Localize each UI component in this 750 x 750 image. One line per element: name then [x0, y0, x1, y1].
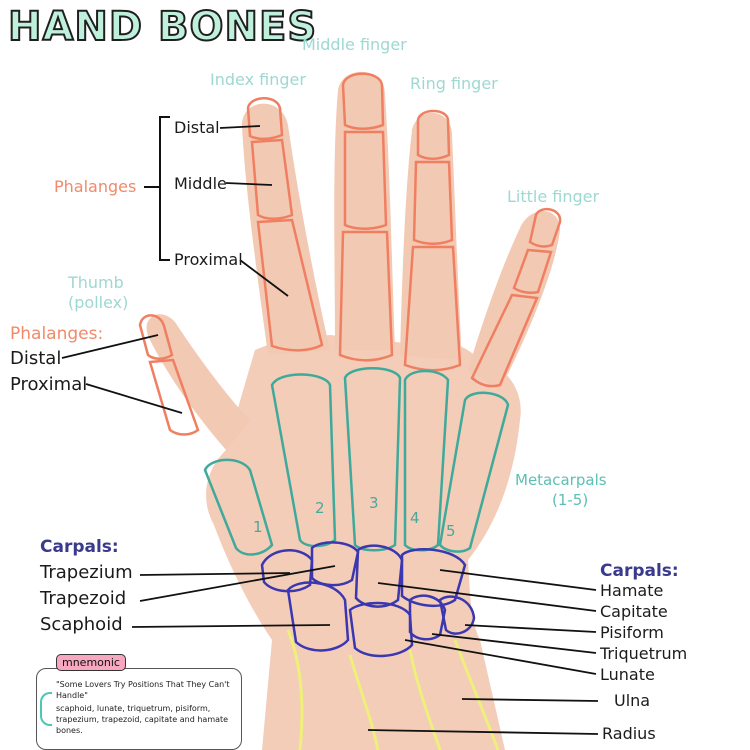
metacarpal-4: [403, 369, 450, 552]
label-thumb-phalanges: Phalanges:: [10, 324, 104, 344]
metacarpal-number-5: 5: [446, 522, 456, 540]
label-trapezoid: Trapezoid: [40, 588, 127, 609]
forearm-outlines: [286, 629, 500, 750]
label-proximal: Proximal: [174, 250, 243, 269]
label-index-finger: Index finger: [210, 70, 306, 89]
metacarpal-number-4: 4: [410, 509, 420, 527]
label-metacarpals-range: (1-5): [552, 491, 589, 509]
radius-bone: [286, 629, 380, 750]
little-distal-phalanx: [528, 207, 562, 248]
page-title: HAND BONES: [7, 3, 318, 51]
hamate-bone: [400, 548, 467, 608]
ulna-bone: [408, 639, 500, 750]
leader-distal: [219, 125, 261, 129]
leader-trapezium: [139, 572, 291, 576]
mnemonic-phrase: "Some Lovers Try Positions That They Can…: [56, 680, 230, 700]
leader-ulna: [461, 698, 599, 702]
label-pisiform: Pisiform: [600, 623, 664, 642]
little-finger-skin: [468, 210, 560, 390]
label-triquetrum: Triquetrum: [600, 644, 688, 663]
phalanx-outlines: [138, 72, 562, 436]
label-hamate: Hamate: [600, 581, 664, 600]
ring-proximal-phalanx: [403, 245, 462, 372]
index-middle-phalanx: [250, 138, 294, 220]
metacarpal-2: [270, 373, 337, 548]
label-little-finger: Little finger: [507, 187, 600, 206]
label-ulna: Ulna: [614, 691, 651, 710]
capitate-bone: [354, 544, 404, 608]
label-phalanges: Phalanges: [54, 177, 137, 196]
leader-lines: [61, 125, 599, 735]
middle-proximal-phalanx: [338, 230, 394, 362]
label-thumb-proximal: Proximal: [10, 374, 88, 395]
mnemonic-bracket: [40, 692, 52, 726]
middle-finger-skin: [334, 71, 395, 350]
thumb-skin: [146, 314, 250, 450]
label-capitate: Capitate: [600, 602, 668, 621]
label-middle-finger: Middle finger: [302, 35, 407, 54]
label-thumb-distal: Distal: [10, 348, 62, 369]
metacarpal-number-1: 1: [253, 518, 263, 536]
label-scaphoid: Scaphoid: [40, 614, 123, 635]
label-radius: Radius: [602, 724, 656, 743]
label-lunate: Lunate: [600, 665, 655, 684]
thumb-distal-phalanx: [138, 314, 174, 360]
lunate-bone: [348, 601, 414, 658]
leader-radius: [367, 729, 599, 735]
leader-triquetrum: [431, 633, 597, 654]
hand-silhouette: [146, 71, 560, 750]
middle-distal-phalanx: [341, 72, 385, 130]
mnemonic-tag: mnemonic: [56, 654, 126, 671]
leader-middle: [225, 182, 273, 186]
label-carpals-right: Carpals:: [600, 561, 679, 581]
metacarpal-5: [438, 391, 510, 553]
little-middle-phalanx: [512, 248, 553, 295]
index-distal-phalanx: [246, 97, 284, 141]
metacarpal-number-2: 2: [315, 499, 325, 517]
little-proximal-phalanx: [470, 293, 539, 388]
pisiform-bone: [438, 595, 476, 635]
leader-proximal: [239, 259, 289, 297]
carpal-outlines: [260, 541, 476, 658]
label-thumb: Thumb: [68, 273, 124, 292]
index-finger-skin: [242, 103, 330, 355]
leader-lunate: [404, 639, 597, 675]
thumb-proximal-phalanx: [148, 358, 200, 436]
label-trapezium: Trapezium: [40, 562, 133, 583]
label-middle: Middle: [174, 174, 227, 193]
metacarpal-outlines: [203, 367, 510, 556]
label-metacarpals: Metacarpals: [515, 471, 607, 489]
leader-thumb-distal: [61, 334, 159, 359]
label-carpals-left: Carpals:: [40, 537, 119, 557]
phalanges-bracket: [144, 116, 170, 261]
index-proximal-phalanx: [256, 218, 324, 352]
label-distal: Distal: [174, 118, 220, 137]
metacarpal-number-3: 3: [369, 494, 379, 512]
ring-middle-phalanx: [412, 160, 454, 245]
label-ring-finger: Ring finger: [410, 74, 498, 93]
scaphoid-bone: [286, 581, 350, 652]
leader-thumb-proximal: [85, 383, 183, 414]
middle-middle-phalanx: [343, 130, 388, 230]
label-thumb-pollex: (pollex): [68, 293, 129, 312]
leader-pisiform: [464, 624, 597, 633]
ring-distal-phalanx: [416, 109, 451, 160]
metacarpal-1: [203, 458, 274, 556]
mnemonic-expansion: scaphoid, lunate, triquetrum, pisiform, …: [56, 704, 229, 735]
leader-hamate: [439, 569, 597, 591]
leader-scaphoid: [131, 624, 331, 628]
leader-capitate: [377, 582, 597, 612]
leader-trapezoid: [139, 565, 336, 602]
